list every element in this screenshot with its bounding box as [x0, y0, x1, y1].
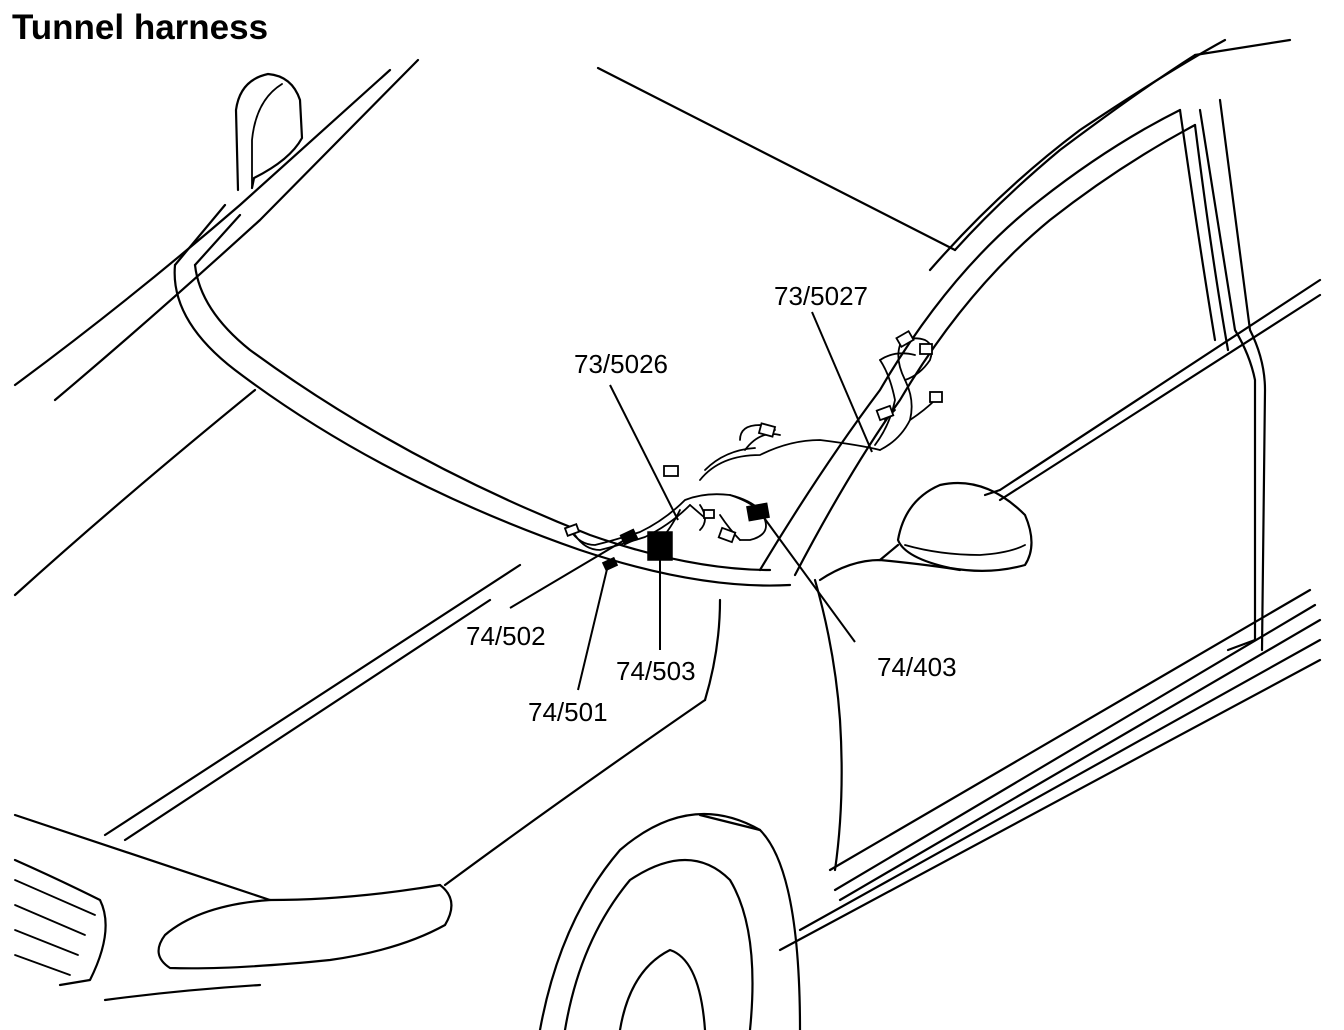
leader-73-5027: [811, 311, 873, 453]
leader-74-403: [761, 514, 856, 643]
connector-74-501-shape: [601, 556, 619, 572]
connector-74-502-shape: [619, 528, 639, 546]
callout-labels: 73/5027 73/5026 74/502 74/503 74/501 74/…: [466, 281, 957, 727]
tunnel-harness-wiring: [569, 337, 936, 551]
page-title: Tunnel harness: [12, 8, 269, 47]
callout-74-503: 74/503: [616, 656, 696, 686]
leader-lines: [509, 311, 873, 691]
callout-74-501: 74/501: [528, 697, 608, 727]
callout-73-5026: 73/5026: [574, 349, 668, 379]
callout-74-502: 74/502: [466, 621, 546, 651]
callout-73-5027: 73/5027: [774, 281, 868, 311]
car-body-outline: [13, 38, 1322, 1030]
connector-74-403-shape: [746, 502, 770, 522]
callout-74-403: 74/403: [877, 652, 957, 682]
leader-74-502: [509, 537, 629, 609]
leader-73-5026: [609, 384, 679, 521]
leader-74-501: [577, 564, 609, 691]
